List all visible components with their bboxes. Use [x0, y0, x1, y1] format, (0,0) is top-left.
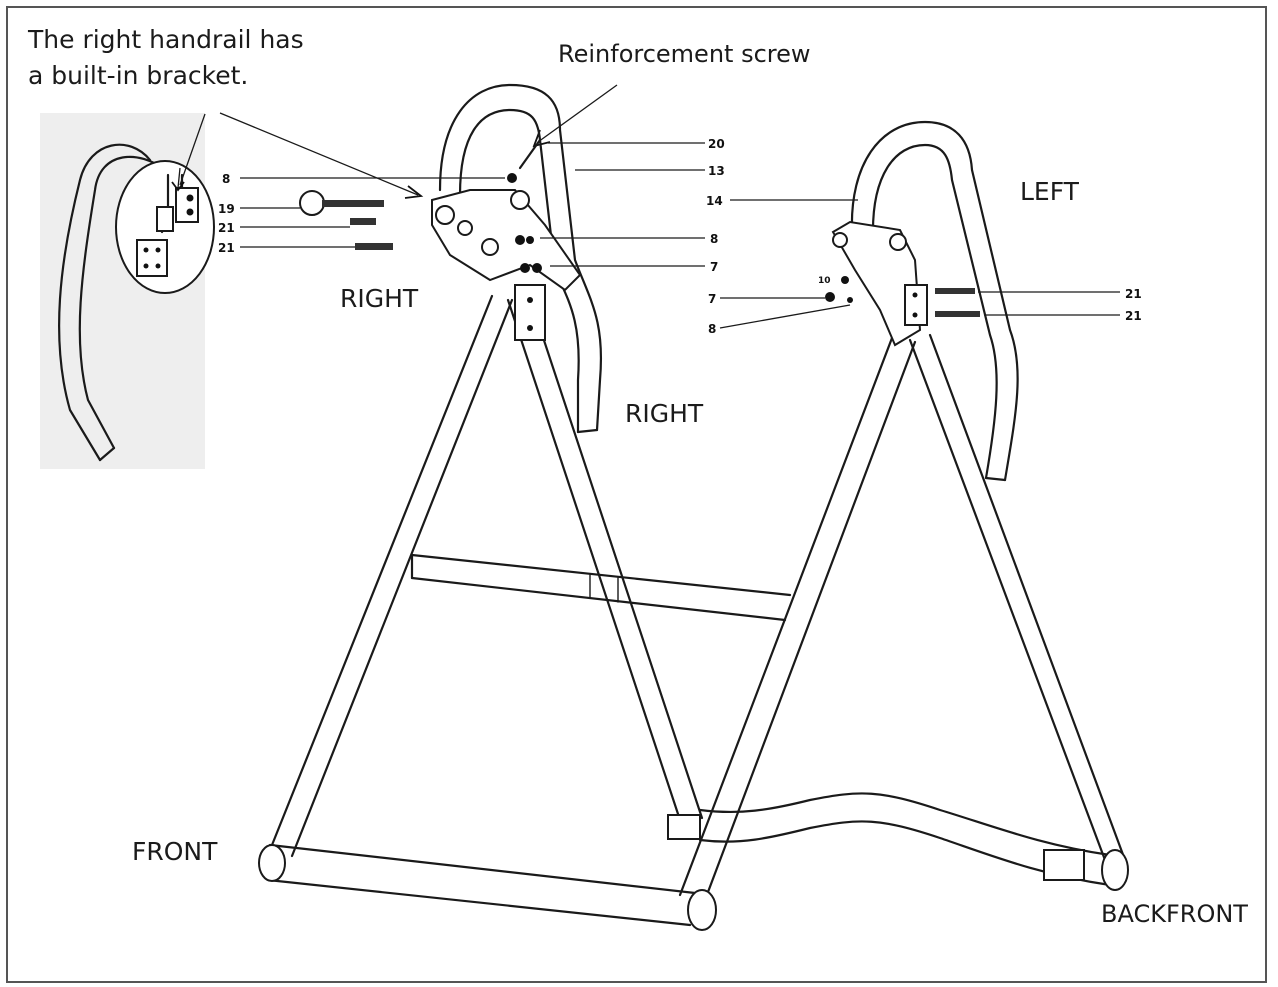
inset-handrail: [58, 143, 215, 462]
right-label-lower: RIGHT: [625, 399, 704, 428]
frame-structure: [258, 290, 1129, 931]
callout-text-line2: a built-in bracket.: [28, 61, 248, 90]
part-number-8-left: 8: [222, 172, 230, 186]
front-label: FRONT: [132, 837, 218, 866]
part-number-10: 10: [818, 276, 831, 286]
part-number-13: 13: [708, 164, 725, 178]
part-number-21-right-a: 21: [1125, 287, 1142, 301]
part-number-7-right: 7: [708, 292, 716, 306]
hardware-left: [299, 138, 542, 273]
backfront-label: BACKFRONT: [1101, 900, 1248, 928]
part-number-19: 19: [218, 202, 235, 216]
part-number-8-right: 8: [708, 322, 716, 336]
part-number-21-right-b: 21: [1125, 309, 1142, 323]
callout-text-line1: The right handrail has: [27, 25, 304, 54]
part-number-7-center: 7: [710, 260, 718, 274]
reinforcement-arrow: [537, 84, 618, 143]
left-label: LEFT: [1020, 177, 1080, 206]
leader-lines: [240, 142, 1120, 329]
frame-border: [6, 6, 1267, 983]
part-number-14: 14: [706, 194, 723, 208]
right-label-upper: RIGHT: [340, 284, 419, 313]
part-number-8-center: 8: [710, 232, 718, 246]
callout-arrow-inset: [179, 113, 206, 186]
reinforcement-label: Reinforcement screw: [558, 40, 811, 68]
part-number-21-left-b: 21: [218, 241, 235, 255]
hardware-right: [825, 276, 980, 317]
left-handrail: [831, 120, 1019, 482]
part-number-21-left-a: 21: [218, 221, 235, 235]
callout-arrow-bracket: [219, 112, 419, 196]
part-number-20: 20: [708, 137, 725, 151]
right-handrail: [431, 83, 603, 434]
